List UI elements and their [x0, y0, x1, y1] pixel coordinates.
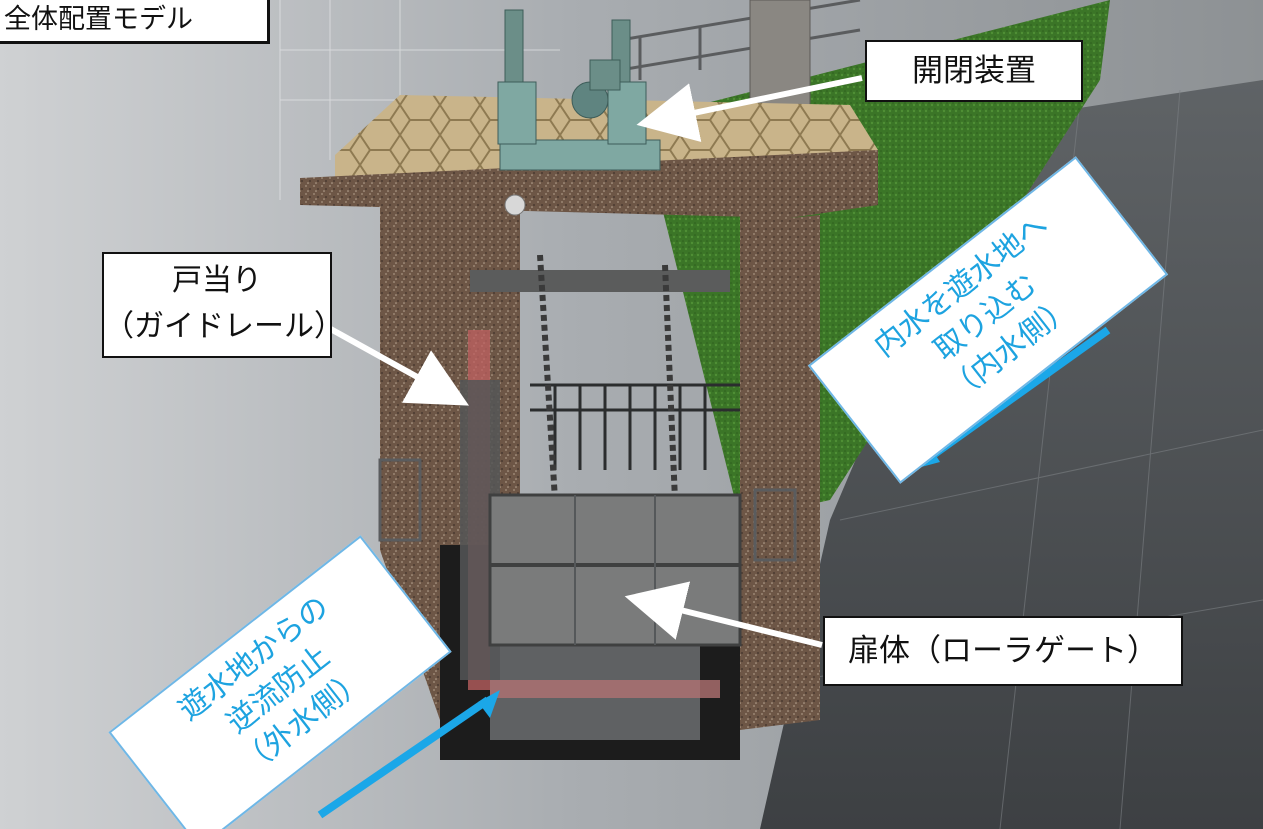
roller-gate: [488, 493, 742, 647]
back-railing: [530, 383, 740, 470]
label-guide-rail-line2: （ガイドレール）: [104, 309, 344, 344]
left-chain: [537, 254, 558, 501]
upper-beam: [470, 270, 730, 292]
figure-title: 全体配置モデル: [0, 0, 270, 44]
sill-red: [490, 680, 720, 698]
opener-machine: [497, 9, 661, 171]
label-guide-rail-line1: 戸当り: [172, 263, 262, 298]
lamp: [504, 194, 526, 216]
deck-slab: [300, 150, 878, 218]
arrow-guide-rail: [316, 319, 469, 406]
arrow-outer-water: [317, 696, 491, 819]
label-door-body: 扉体（ローラゲート）: [823, 616, 1183, 686]
label-guide-rail: 戸当り （ガイドレール）: [102, 252, 344, 358]
arrow-opener: [636, 75, 863, 143]
right-railing: [753, 488, 797, 562]
arrow-door-body: [624, 581, 823, 648]
left-railing: [378, 458, 422, 542]
right-pillar: [740, 210, 820, 730]
label-opener: 開閉装置: [865, 40, 1083, 102]
